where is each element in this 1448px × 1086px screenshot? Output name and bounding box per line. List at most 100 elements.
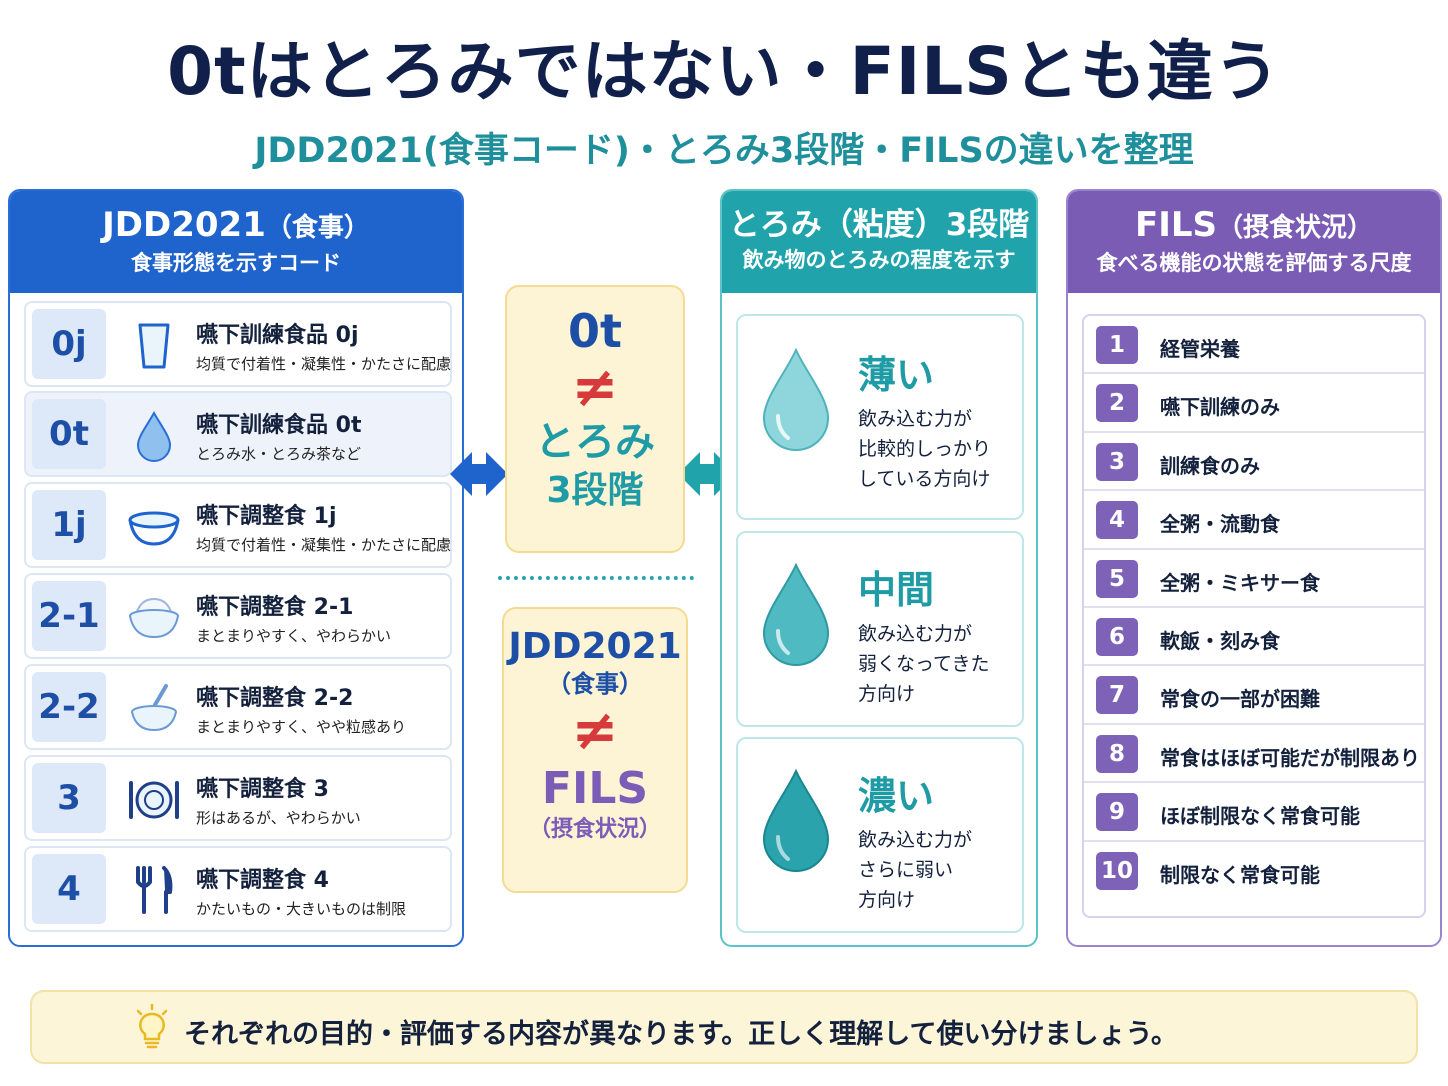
jdd-code: 3 bbox=[32, 763, 106, 833]
jdd-name: 嚥下訓練食品 0t bbox=[196, 413, 362, 438]
page-subtitle: JDD2021(食事コード)・とろみ3段階・FILSの違いを整理 bbox=[254, 131, 1194, 171]
toro-level-thin: 薄い 飲み込む力が 比較的しっかり している方向け bbox=[736, 314, 1024, 520]
fils-row: 9 ほぼ制限なく常食可能 bbox=[1084, 783, 1424, 842]
toro-desc-line: 比較的しっかり bbox=[858, 438, 992, 460]
fils-text: 軟飯・刻み食 bbox=[1160, 628, 1280, 653]
fils-heading-paren: （摂食状況） bbox=[1217, 213, 1374, 243]
toro-desc-line: 弱くなってきた bbox=[858, 653, 990, 675]
fils-num: 3 bbox=[1096, 442, 1138, 481]
fils-num: 1 bbox=[1096, 326, 1138, 364]
fils-text: ほぼ制限なく常食可能 bbox=[1160, 804, 1360, 829]
fils-num: 7 bbox=[1096, 676, 1138, 715]
fils-num: 4 bbox=[1096, 501, 1138, 540]
water-drop-icon bbox=[762, 562, 830, 666]
toro-desc-line: 飲み込む力が bbox=[858, 829, 973, 851]
double-arrow-left-icon bbox=[450, 452, 508, 496]
toro-panel-header: とろみ（粘度）3段階 飲み物のとろみの程度を示す bbox=[722, 191, 1036, 293]
toro-desc-line: 飲み込む力が bbox=[858, 623, 973, 645]
fils-row: 2 嚥下訓練のみ bbox=[1084, 374, 1424, 433]
jdd-row: 2-1 嚥下調整食 2-1 まとまりやすく、やわらかい bbox=[24, 573, 452, 659]
toro-label: 中間 bbox=[858, 568, 935, 612]
toro-label: 薄い bbox=[858, 353, 935, 397]
fils-row: 6 軟飯・刻み食 bbox=[1084, 608, 1424, 667]
toro-level-thick: 濃い 飲み込む力が さらに弱い 方向け bbox=[736, 737, 1024, 933]
fils-text: 訓練食のみ bbox=[1160, 453, 1260, 478]
toro-panel: とろみ（粘度）3段階 飲み物のとろみの程度を示す 薄い 飲み込む力が 比較的しっ… bbox=[720, 189, 1038, 947]
box1-bottom: 3段階 bbox=[546, 470, 644, 511]
box2-bottom-paren: （摂食状況） bbox=[528, 817, 661, 842]
toro-desc: 飲み込む力が さらに弱い 方向け bbox=[858, 825, 972, 915]
fils-num: 10 bbox=[1096, 851, 1138, 890]
toro-label: 濃い bbox=[858, 774, 935, 818]
jdd-name: 嚥下調整食 2-2 bbox=[196, 686, 354, 711]
jdd-desc: かたいもの・大きいものは制限 bbox=[196, 900, 407, 918]
center-box-jdd-vs-fils: JDD2021 （食事） ≠ FILS （摂食状況） bbox=[502, 607, 688, 893]
jdd-panel: JDD2021（食事） 食事形態を示すコード 0j 嚥下訓練食品 0j 均質で付… bbox=[8, 189, 464, 947]
fils-num: 6 bbox=[1096, 617, 1138, 656]
page-title: 0tはとろみではない・FILSとも違う bbox=[167, 33, 1281, 110]
jdd-name: 嚥下調整食 2-1 bbox=[196, 595, 354, 620]
toro-level-medium: 中間 飲み込む力が 弱くなってきた 方向け bbox=[736, 531, 1024, 727]
water-drop-icon bbox=[762, 768, 830, 872]
jdd-code: 0t bbox=[32, 399, 106, 469]
plate-icon bbox=[129, 781, 179, 819]
fils-row: 3 訓練食のみ bbox=[1084, 433, 1424, 492]
box1-neq: ≠ bbox=[571, 355, 619, 420]
jdd-code: 2-1 bbox=[32, 581, 106, 651]
fils-num: 2 bbox=[1096, 384, 1138, 423]
fils-row: 4 全粥・流動食 bbox=[1084, 491, 1424, 550]
toro-heading-sub: 飲み物のとろみの程度を示す bbox=[742, 248, 1016, 272]
fils-num: 9 bbox=[1096, 793, 1138, 832]
toro-desc-line: している方向け bbox=[858, 468, 991, 490]
lightbulb-icon bbox=[136, 1004, 168, 1049]
jdd-row: 4 嚥下調整食 4 かたいもの・大きいものは制限 bbox=[24, 846, 452, 932]
water-drop-icon bbox=[136, 410, 172, 462]
jdd-panel-header: JDD2021（食事） 食事形態を示すコード bbox=[10, 191, 462, 293]
bowl-spoon-icon bbox=[131, 684, 177, 732]
fils-text: 全粥・流動食 bbox=[1160, 512, 1280, 537]
jdd-name: 嚥下調整食 3 bbox=[196, 777, 329, 802]
box1-mid: とろみ bbox=[535, 419, 655, 465]
jdd-row: 0j 嚥下訓練食品 0j 均質で付着性・凝集性・かたさに配慮 bbox=[24, 301, 452, 387]
jdd-row: 2-2 嚥下調整食 2-2 まとまりやすく、やや粒感あり bbox=[24, 664, 452, 750]
jdd-code: 1j bbox=[32, 490, 106, 560]
jdd-name: 嚥下調整食 4 bbox=[196, 868, 329, 893]
jdd-desc: 形はあるが、やわらかい bbox=[196, 809, 361, 827]
fils-heading-sub: 食べる機能の状態を評価する尺度 bbox=[1096, 251, 1412, 275]
footer-text: それぞれの目的・評価する内容が異なります。正しく理解して使い分けましょう。 bbox=[184, 1019, 1178, 1050]
jdd-code: 0j bbox=[32, 309, 106, 379]
fils-text: 嚥下訓練のみ bbox=[1160, 395, 1280, 420]
rice-bowl-icon bbox=[129, 597, 179, 639]
toro-desc: 飲み込む力が 弱くなってきた 方向け bbox=[858, 619, 989, 709]
jdd-row: 0t 嚥下訓練食品 0t とろみ水・とろみ茶など bbox=[24, 391, 452, 477]
jdd-row: 3 嚥下調整食 3 形はあるが、やわらかい bbox=[24, 755, 452, 841]
jdd-desc: 均質で付着性・凝集性・かたさに配慮 bbox=[196, 536, 452, 554]
center-box-0t-vs-toro: 0t ≠ とろみ 3段階 bbox=[505, 285, 685, 553]
toro-desc-line: 方向け bbox=[858, 683, 916, 705]
fils-text: 経管栄養 bbox=[1160, 337, 1240, 361]
jdd-name: 嚥下訓練食品 0j bbox=[196, 323, 359, 348]
jdd-name: 嚥下調整食 1j bbox=[196, 504, 337, 529]
jdd-desc: とろみ水・とろみ茶など bbox=[196, 445, 362, 463]
cup-icon bbox=[138, 323, 170, 369]
toro-desc: 飲み込む力が 比較的しっかり している方向け bbox=[858, 404, 991, 494]
fils-panel: FILS（摂食状況） 食べる機能の状態を評価する尺度 1 経管栄養 2 嚥下訓練のみ… bbox=[1066, 189, 1442, 947]
jdd-desc: まとまりやすく、やわらかい bbox=[196, 627, 392, 645]
fils-heading-main: FILS bbox=[1134, 205, 1217, 245]
bowl-icon bbox=[128, 511, 180, 546]
fils-text: 常食はほぼ可能だが制限あり bbox=[1160, 745, 1420, 770]
jdd-heading-sub: 食事形態を示すコード bbox=[131, 251, 341, 275]
toro-heading-main: とろみ（粘度）3段階 bbox=[728, 207, 1030, 243]
toro-desc-line: 方向け bbox=[858, 889, 916, 911]
toro-desc-line: さらに弱い bbox=[858, 859, 954, 881]
jdd-desc: まとまりやすく、やや粒感あり bbox=[196, 718, 407, 736]
toro-desc-line: 飲み込む力が bbox=[858, 408, 973, 430]
jdd-heading-main: JDD2021 bbox=[102, 205, 266, 245]
fils-text: 全粥・ミキサー食 bbox=[1160, 570, 1320, 595]
box2-bottom: FILS bbox=[541, 763, 649, 814]
jdd-desc: 均質で付着性・凝集性・かたさに配慮 bbox=[196, 355, 452, 373]
